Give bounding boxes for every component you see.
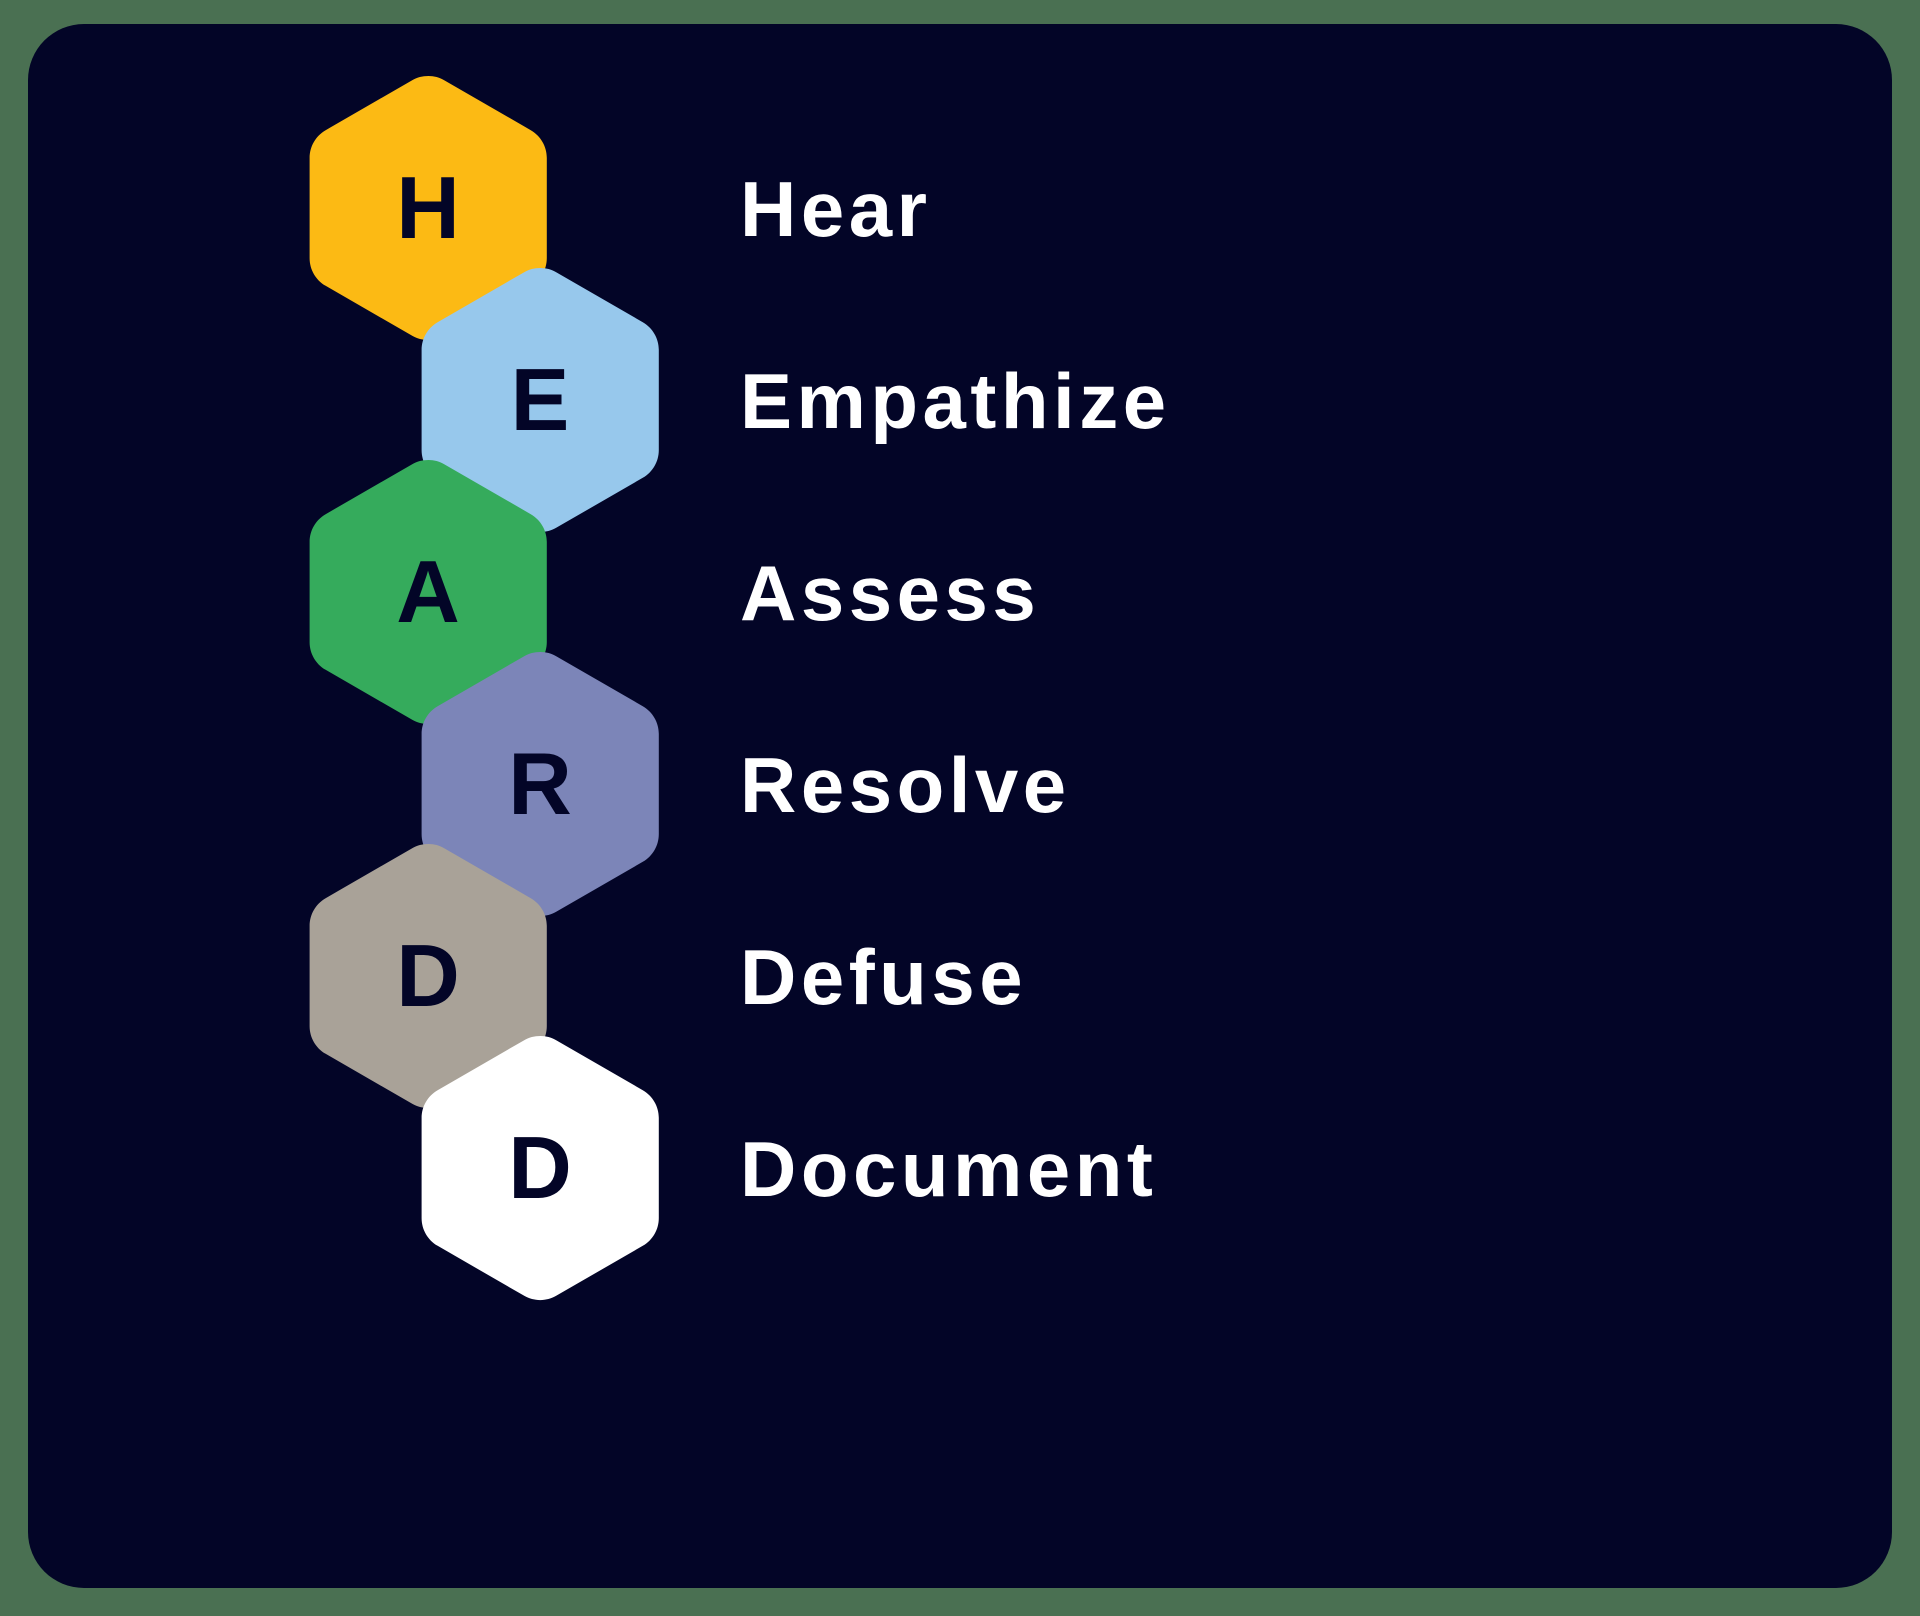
heardd-diagram: H Hear E Empathize A Assess (28, 24, 1892, 1588)
hex-path-4 (309, 844, 547, 1109)
hexagon-letter-document: D (508, 1118, 573, 1217)
hexagon-document[interactable]: D (418, 1032, 663, 1304)
hex-path-3 (421, 652, 659, 917)
step-label-resolve: Resolve (740, 741, 1071, 829)
diagram-card: H Hear E Empathize A Assess (28, 24, 1892, 1588)
step-label-hear: Hear (740, 165, 932, 253)
hexagon-resolve[interactable]: R (418, 648, 663, 920)
hexagon-hear[interactable]: H (306, 72, 551, 344)
step-label-document: Document (740, 1125, 1158, 1213)
step-label-assess: Assess (740, 549, 1041, 637)
hexagon-letter-defuse: D (396, 926, 461, 1025)
step-label-empathize: Empathize (740, 357, 1171, 445)
hex-path-0 (309, 76, 547, 341)
hexagon-shape-icon (309, 460, 547, 725)
hexagon-letter-resolve: R (508, 734, 573, 833)
hexagon-empathize[interactable]: E (418, 264, 663, 536)
hexagon-letter-assess: A (396, 542, 461, 641)
hexagon-defuse[interactable]: D (306, 840, 551, 1112)
hex-path-2 (309, 460, 547, 725)
hexagon-letter-hear: H (396, 158, 461, 257)
hexagon-shape-icon (309, 76, 547, 341)
hexagon-assess[interactable]: A (306, 456, 551, 728)
hex-path-1 (421, 268, 659, 533)
hexagon-shape-icon (421, 268, 659, 533)
hexagon-letter-empathize: E (510, 350, 571, 449)
step-label-defuse: Defuse (740, 933, 1028, 1021)
hexagon-shape-icon (421, 652, 659, 917)
hexagon-shape-icon (421, 1036, 659, 1301)
hexagon-shape-icon (309, 844, 547, 1109)
hex-path-5 (421, 1036, 659, 1301)
